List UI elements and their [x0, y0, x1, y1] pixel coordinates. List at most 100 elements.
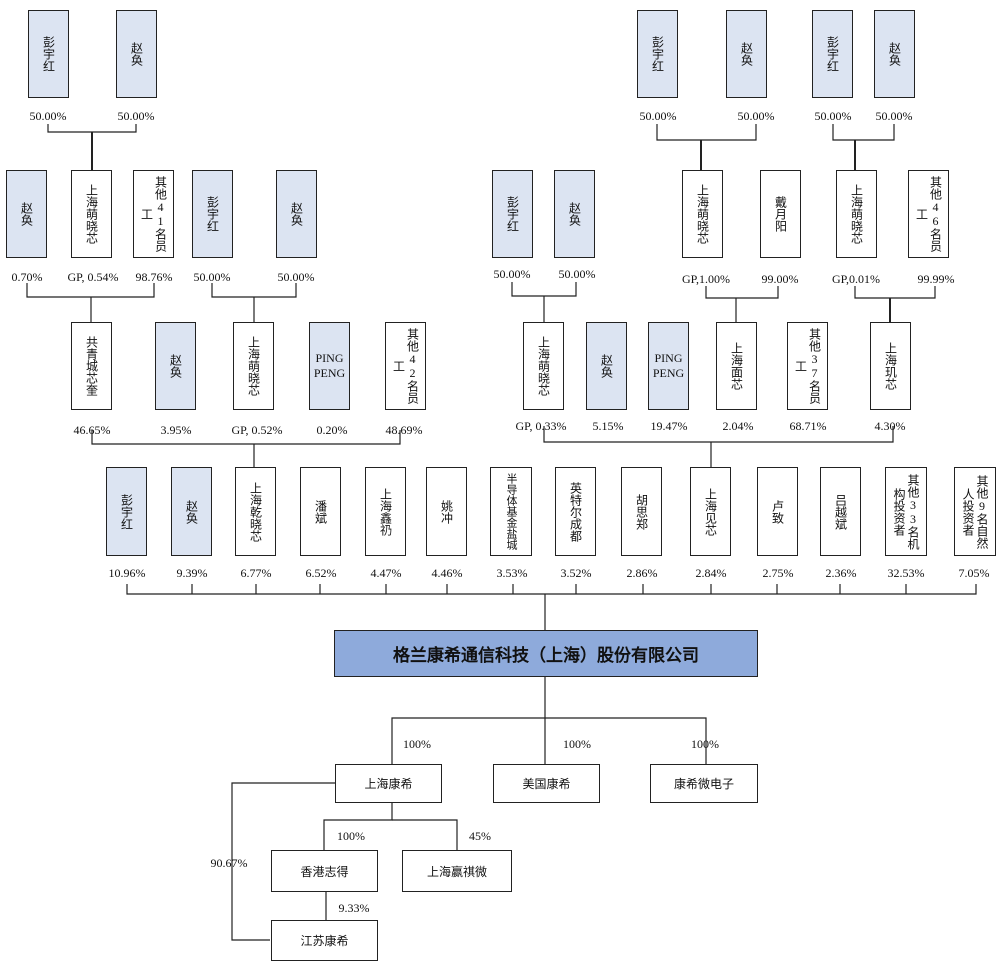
shareholder-box: 英特尔成都 — [555, 467, 596, 556]
shareholder-box: 赵奂 — [554, 170, 595, 258]
pct-label: 9.33% — [338, 901, 370, 915]
pct-label: 0.20% — [316, 423, 348, 437]
pct-label: 4.30% — [874, 419, 906, 433]
pct-label: 19.47% — [650, 419, 688, 433]
owner-box: 彭宇红 — [637, 10, 678, 98]
shareholder-box: 潘斌 — [300, 467, 341, 556]
shareholder-name: 上海萌晓芯 — [84, 184, 99, 244]
shareholder-box: 上海面芯 — [716, 322, 757, 410]
shareholder-name: 吕越斌 — [833, 493, 848, 530]
shareholder-name: 潘斌 — [313, 499, 328, 524]
shareholder-box: 其他9名自然人投资者 — [954, 467, 996, 556]
pct-label: 3.52% — [560, 566, 592, 580]
pct-label: 50.00% — [639, 109, 677, 123]
shareholder-name: 赵奂 — [19, 202, 34, 226]
pct-label: 2.04% — [722, 419, 754, 433]
shareholder-name: 戴月阳 — [773, 196, 788, 232]
shareholder-name: 上海见芯 — [703, 487, 718, 536]
shareholder-name: 其他42名员工 — [391, 328, 420, 404]
shareholder-name: 彭宇红 — [119, 493, 134, 530]
shareholder-name: 其他46名员工 — [914, 176, 943, 252]
shareholder-name: PING PENG — [313, 351, 346, 380]
pct-label: 6.52% — [305, 566, 337, 580]
shareholder-box: 彭宇红 — [106, 467, 147, 556]
subsidiary-box: 江苏康希 — [271, 920, 378, 961]
pct-label: 100% — [691, 737, 719, 751]
pct-label: 2.75% — [762, 566, 794, 580]
shareholder-name: 赵奂 — [599, 354, 614, 378]
shareholder-box: 胡思郑 — [621, 467, 662, 556]
shareholder-name: 其他37名员工 — [793, 328, 822, 404]
shareholder-name: 上海乾晓芯 — [248, 481, 263, 542]
shareholder-name: 上海萌晓芯 — [536, 336, 551, 396]
owner-box: 赵奂 — [874, 10, 915, 98]
pct-label: 50.00% — [493, 267, 531, 281]
shareholder-box: 彭宇红 — [192, 170, 233, 258]
pct-label: 2.36% — [825, 566, 857, 580]
shareholder-name: 姚冲 — [439, 499, 454, 524]
pct-label: 98.76% — [135, 270, 173, 284]
subsidiary-name: 上海康希 — [364, 777, 413, 791]
shareholder-name: 赵奂 — [168, 354, 183, 378]
shareholder-name: 上海萌晓芯 — [849, 184, 864, 244]
shareholder-box: 上海玑芯 — [870, 322, 911, 410]
shareholder-box: 戴月阳 — [760, 170, 801, 258]
pct-label: 2.84% — [695, 566, 727, 580]
shareholder-name: 半导体基金盐城 — [505, 473, 517, 550]
shareholder-name: 上海萌晓芯 — [246, 336, 261, 396]
shareholder-box: 吕越斌 — [820, 467, 861, 556]
owner-name: 彭宇红 — [41, 36, 56, 72]
pct-label: 46.65% — [73, 423, 111, 437]
pct-label: 45% — [469, 829, 491, 843]
shareholder-box: 上海萌晓芯 — [523, 322, 564, 410]
pct-label: 99.00% — [761, 272, 799, 286]
shareholder-box: 半导体基金盐城 — [490, 467, 532, 556]
shareholder-box: 姚冲 — [426, 467, 467, 556]
pct-label: GP,1.00% — [681, 272, 730, 286]
pct-label: 50.00% — [875, 109, 913, 123]
pct-label: 5.15% — [592, 419, 624, 433]
pct-label: 50.00% — [193, 270, 231, 284]
shareholder-name: 上海面芯 — [729, 342, 744, 390]
shareholder-name: 共青城芯奎 — [84, 336, 99, 396]
shareholder-box: 赵奂 — [276, 170, 317, 258]
shareholder-box: 其他46名员工 — [908, 170, 949, 258]
pct-label: 6.77% — [240, 566, 272, 580]
pct-label: 50.00% — [814, 109, 852, 123]
owner-box: 彭宇红 — [28, 10, 69, 98]
pct-label: 90.67% — [210, 856, 248, 870]
shareholder-box: PING PENG — [309, 322, 350, 410]
subsidiary-box: 香港志得 — [271, 850, 378, 892]
pct-label: 3.53% — [496, 566, 528, 580]
shareholder-name: 胡思郑 — [634, 493, 649, 530]
shareholder-box: 赵奂 — [155, 322, 196, 410]
shareholder-name: 上海鑫礽 — [378, 487, 393, 536]
company-name: 格兰康希通信科技（上海）股份有限公司 — [393, 646, 699, 666]
shareholder-name: 其他41名员工 — [139, 176, 168, 252]
shareholder-box: 上海萌晓芯 — [71, 170, 112, 258]
shareholder-name: 上海玑芯 — [883, 342, 898, 390]
shareholder-box: 赵奂 — [586, 322, 627, 410]
pct-label: GP, 0.54% — [67, 270, 119, 284]
pct-label: 4.47% — [370, 566, 402, 580]
pct-label: 4.46% — [431, 566, 463, 580]
shareholder-box: 上海萌晓芯 — [682, 170, 723, 258]
subsidiary-name: 上海赢祺微 — [426, 864, 487, 879]
subsidiary-box: 康希微电子 — [650, 764, 758, 803]
pct-label: 9.39% — [176, 566, 208, 580]
owner-name: 彭宇红 — [650, 36, 665, 72]
shareholder-box: 卢致 — [757, 467, 798, 556]
pct-label: 48.69% — [385, 423, 423, 437]
pct-label: 3.95% — [160, 423, 192, 437]
shareholder-name: 彭宇红 — [505, 196, 520, 232]
shareholder-name: 其他9名自然人投资者 — [961, 474, 989, 549]
pct-label: 7.05% — [958, 566, 990, 580]
shareholder-box: 上海萌晓芯 — [233, 322, 274, 410]
shareholder-box: 其他37名员工 — [787, 322, 828, 410]
shareholder-name: 上海萌晓芯 — [695, 184, 710, 244]
owner-name: 赵奂 — [739, 42, 754, 66]
shareholder-box: 上海萌晓芯 — [836, 170, 877, 258]
owner-box: 赵奂 — [726, 10, 767, 98]
subsidiary-name: 江苏康希 — [300, 934, 349, 948]
